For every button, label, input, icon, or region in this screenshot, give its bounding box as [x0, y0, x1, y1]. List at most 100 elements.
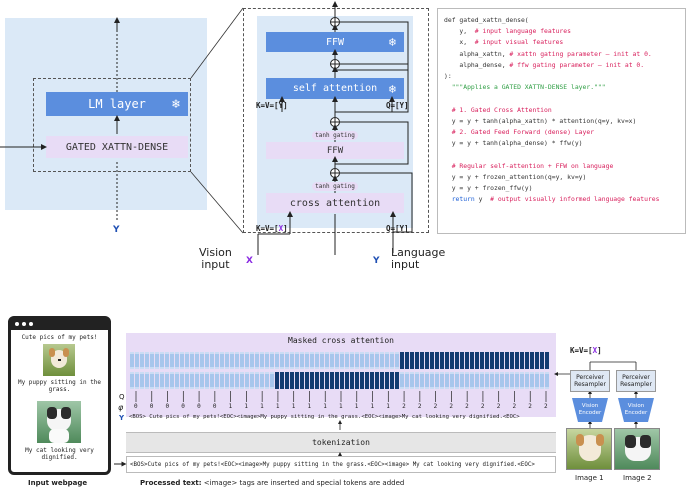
image-1-puppy: [566, 428, 612, 470]
code-line: x, # input visual features: [444, 38, 564, 47]
x-input-label: X: [246, 256, 253, 266]
mask-cell: [370, 352, 375, 369]
mask-cell: [220, 352, 225, 369]
mask-cell: [320, 352, 325, 369]
mask-cell: [250, 372, 255, 389]
tanh-gating-1: tanh gating: [312, 131, 358, 140]
mask-cell: [200, 352, 205, 369]
phone-caption-3: My cat looking very dignified.: [25, 447, 94, 461]
code-line: # 2. Gated Feed Forward (dense) Layer: [444, 128, 595, 137]
kv-x-suffix: ]: [597, 346, 602, 355]
mask-cell: [460, 352, 465, 369]
phone-caption-1: Cute pics of my pets!: [21, 334, 98, 341]
mask-cell: [260, 372, 265, 389]
mask-cell: [400, 352, 405, 369]
phi-value: 2: [544, 403, 548, 410]
phi-value: 0: [149, 403, 154, 410]
mask-cell: [285, 352, 290, 369]
vision-input-label: Vision input: [199, 246, 232, 271]
mask-cell: [215, 372, 220, 389]
mask-cell: [385, 352, 390, 369]
phi-value: 0: [165, 403, 170, 410]
code-line: # Regular self-attention + FFW on langua…: [444, 161, 614, 170]
mask-cell: [340, 372, 345, 389]
phi-value: 1: [275, 403, 280, 410]
code-line: alpha_xattn, # xattn gating parameter – …: [444, 49, 652, 58]
snowflake-icon: ❄: [388, 81, 396, 96]
mask-cell: [525, 352, 530, 369]
phi-value: 1: [244, 403, 248, 410]
mask-cell: [280, 352, 285, 369]
cross-attention-box: cross attention: [266, 193, 404, 213]
tokenization-label: tokenization: [312, 438, 370, 447]
mask-cell: [170, 372, 175, 389]
code-line: # 1. Gated Cross Attention: [444, 105, 552, 114]
mask-cell: [500, 372, 505, 389]
code-line: y, # input language features: [444, 27, 571, 36]
mask-cell: [230, 372, 235, 389]
mask-cell: [545, 352, 550, 369]
mask-cell: [245, 352, 250, 369]
mask-cell: [430, 352, 435, 369]
puppy-image: [43, 344, 75, 376]
y-input-label: Y: [373, 256, 380, 266]
xattn-dashed-frame: [243, 8, 429, 233]
mask-cell: [440, 372, 445, 389]
mask-cell: [490, 352, 495, 369]
code-line: return y # output visually informed lang…: [444, 195, 660, 204]
mask-cell: [300, 372, 305, 389]
mask-cell: [470, 352, 475, 369]
mask-cell: [330, 372, 335, 389]
mask-cell: [315, 352, 320, 369]
mask-cell: [130, 352, 135, 369]
q-label: Q: [119, 393, 125, 401]
mask-cell: [450, 372, 455, 389]
perceiver-1-label: Perceiver Resampler: [574, 374, 606, 388]
mask-cell: [275, 372, 280, 389]
self-attention-label: self attention: [292, 83, 378, 94]
mask-cell: [310, 352, 315, 369]
mask-cell: [295, 352, 300, 369]
mask-cell: [440, 352, 445, 369]
mask-cell: [130, 372, 135, 389]
mask-cell: [530, 372, 535, 389]
mask-cell: [165, 372, 170, 389]
kv-cross-x: X: [278, 224, 284, 233]
tanh-gating-2-label: tanh gating: [315, 183, 355, 190]
mask-cell: [285, 372, 290, 389]
encoder-2-label: Vision Encoder: [624, 403, 648, 416]
image-2-cat: [614, 428, 660, 470]
mask-cell: [360, 372, 365, 389]
mask-row-2: [130, 372, 550, 389]
mask-cell: [390, 352, 395, 369]
mask-cell: [410, 352, 415, 369]
code-line: alpha_dense, # ffw gating parameter – in…: [444, 60, 645, 69]
mask-cell: [540, 372, 545, 389]
mask-cell: [215, 352, 220, 369]
mask-cell: [145, 372, 150, 389]
processed-sequence-band: <BOS>Cute pics of my pets!<EOC><image>My…: [126, 456, 556, 473]
phone-webpage: Cute pics of my pets! My puppy sitting i…: [8, 316, 111, 475]
phi-value: 1: [323, 403, 327, 410]
encoder-1-label: Vision Encoder: [578, 403, 602, 416]
mask-cell: [140, 372, 145, 389]
processed-caption-bold: Processed text:: [140, 479, 202, 487]
phi-value: 0: [212, 403, 217, 410]
mask-cell: [355, 352, 360, 369]
mask-cell: [415, 372, 420, 389]
cross-attention-label: cross attention: [289, 197, 381, 209]
mask-cell: [190, 352, 195, 369]
mask-cell: [180, 372, 185, 389]
code-line: y = y + tanh(alpha_xattn) * attention(q=…: [444, 116, 637, 125]
mask-cell: [135, 352, 140, 369]
mask-cell: [325, 352, 330, 369]
perceiver-resampler-1: Perceiver Resampler: [570, 370, 610, 392]
mask-cell: [330, 352, 335, 369]
phi-value: 1: [307, 403, 312, 410]
kv-x-prefix: K=V=[: [570, 346, 593, 355]
mask-cell: [460, 372, 465, 389]
mask-cell: [495, 352, 500, 369]
mask-cell: [475, 352, 480, 369]
q-self-label: Q=[Y]: [386, 101, 409, 110]
